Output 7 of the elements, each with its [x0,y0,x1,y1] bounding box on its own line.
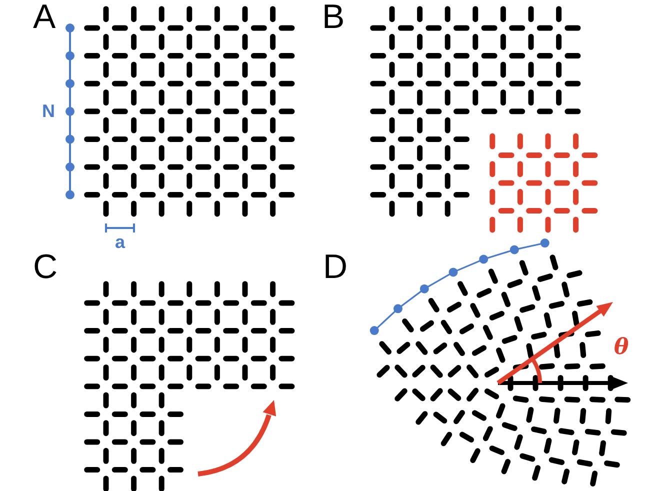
panel-label: A [33,0,56,34]
dimension-label: N [42,102,55,120]
dimension-label: a [115,233,126,251]
panel-label: B [322,0,345,34]
panel-label: D [323,250,348,284]
panel-label: C [33,250,58,284]
angle-label: θ [614,336,629,358]
